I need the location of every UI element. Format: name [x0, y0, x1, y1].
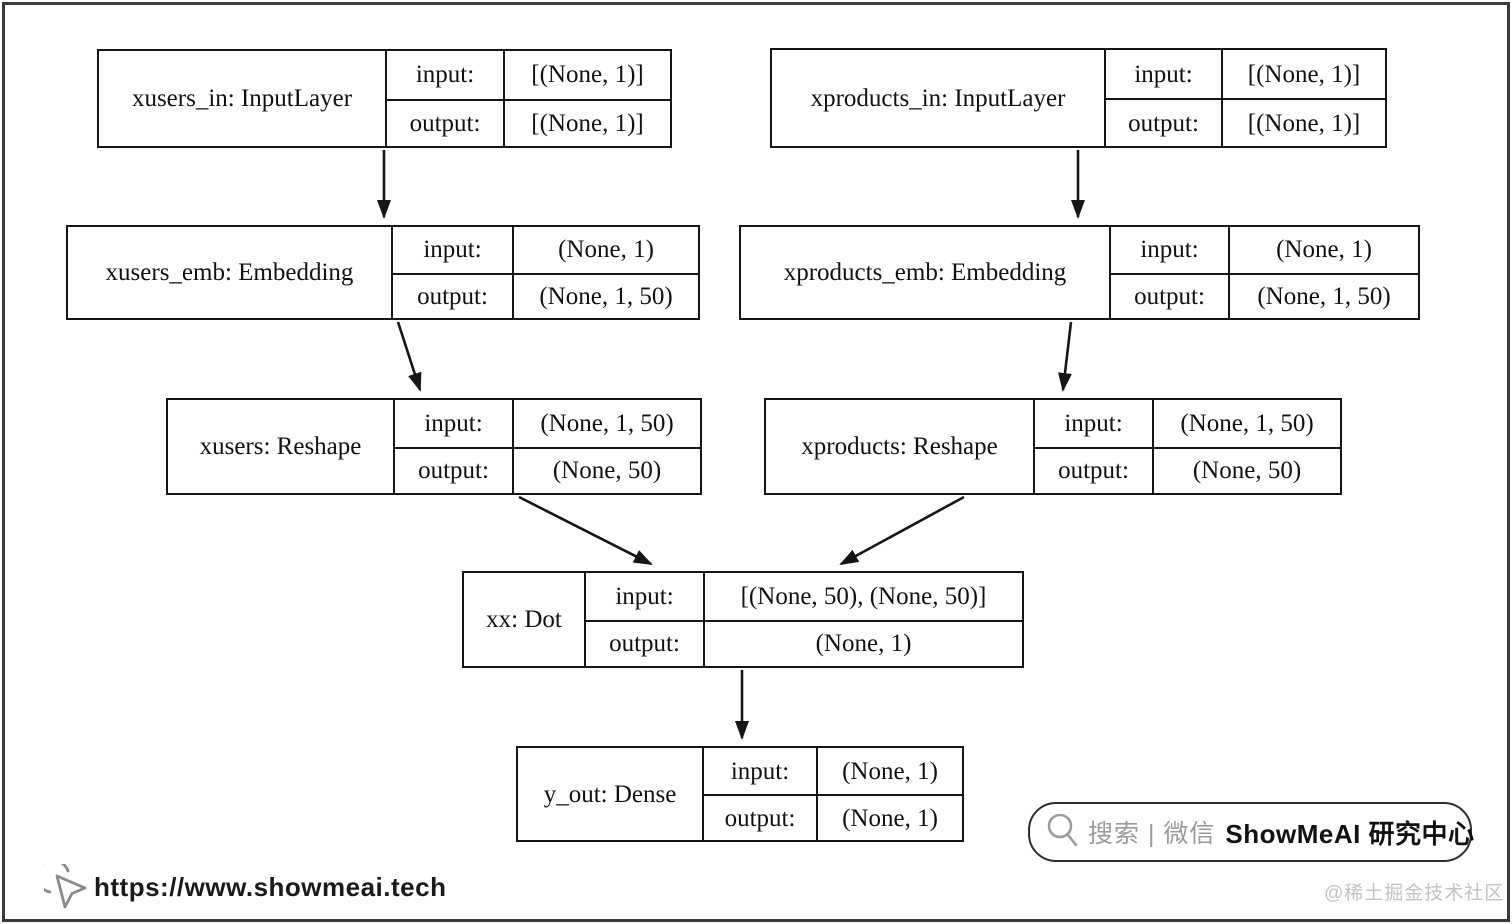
io-value-output: [(None, 1)]: [1247, 109, 1361, 137]
io-key-output: output:: [387, 100, 505, 146]
io-key-input: input:: [393, 227, 514, 273]
io-value-output: (None, 50): [552, 457, 662, 485]
io-key-input: input:: [1111, 227, 1230, 273]
io-row-output: output: (None, 1, 50): [393, 272, 698, 318]
node-xusers-in: xusers_in: InputLayer input: [(None, 1)]…: [97, 49, 672, 148]
watermark-badge: 搜索 | 微信 ShowMeAI 研究中心: [1028, 802, 1475, 862]
io-row-input: input: (None, 1): [1111, 227, 1418, 273]
node-label: xproducts_in: InputLayer: [772, 50, 1106, 146]
io-row-input: input: (None, 1): [393, 227, 698, 273]
io-value-input: (None, 1, 50): [540, 409, 674, 437]
io-row-output: output: [(None, 1)]: [1106, 98, 1385, 146]
footer-url: https://www.showmeai.tech: [94, 872, 447, 902]
io-value-output: (None, 50): [1192, 457, 1302, 485]
io-value-input: [(None, 1)]: [531, 61, 644, 89]
io-key-input: input:: [395, 400, 514, 447]
io-row-input: input: [(None, 1)]: [1106, 50, 1385, 98]
io-row-input: input: [(None, 1)]: [387, 51, 670, 99]
io-key-output: output:: [1106, 100, 1223, 146]
node-label: xusers: Reshape: [168, 400, 395, 493]
edge-xproducts_emb-xproducts: [1058, 321, 1073, 392]
io-row-output: output: [(None, 1)]: [387, 98, 670, 146]
io-row-output: output: (None, 1): [704, 794, 962, 840]
io-value-output: [(None, 1)]: [531, 109, 644, 137]
io-key-output: output:: [1111, 274, 1230, 318]
io-key-output: output:: [586, 621, 705, 666]
watermark-brand: ShowMeAI 研究中心: [1225, 818, 1475, 849]
io-row-input: input: (None, 1, 50): [395, 400, 700, 447]
node-xusers-emb: xusers_emb: Embedding input: (None, 1) o…: [66, 225, 700, 320]
io-value-output: (None, 1): [842, 804, 938, 832]
node-xproducts-in: xproducts_in: InputLayer input: [(None, …: [770, 48, 1387, 148]
io-value-input: [(None, 50), (None, 50)]: [740, 582, 987, 610]
io-row-input: input: [(None, 50), (None, 50)]: [586, 573, 1022, 620]
node-xproducts-emb: xproducts_emb: Embedding input: (None, 1…: [739, 225, 1420, 320]
search-icon: [1046, 812, 1080, 853]
community-credit: @稀土掘金技术社区: [1324, 883, 1505, 904]
edge-xusers_emb-xusers: [396, 321, 422, 392]
node-label: xusers_emb: Embedding: [68, 227, 393, 318]
node-label: xusers_in: InputLayer: [99, 51, 387, 146]
node-label: xproducts: Reshape: [766, 400, 1035, 493]
io-key-output: output:: [395, 448, 514, 493]
node-y-out: y_out: Dense input: (None, 1) output: (N…: [516, 746, 964, 842]
io-key-input: input:: [1035, 400, 1154, 447]
edge-xusers-xx: [518, 495, 653, 566]
io-key-output: output:: [704, 796, 818, 840]
io-value-input: (None, 1): [558, 236, 654, 264]
node-xx: xx: Dot input: [(None, 50), (None, 50)] …: [462, 571, 1024, 668]
node-xproducts: xproducts: Reshape input: (None, 1, 50) …: [764, 398, 1342, 495]
io-key-input: input:: [586, 573, 705, 620]
io-row-output: output: (None, 50): [1035, 446, 1340, 493]
io-key-input: input:: [1106, 50, 1223, 98]
edge-xproducts-xx: [839, 495, 965, 566]
io-key-output: output:: [393, 274, 514, 318]
io-key-output: output:: [1035, 448, 1154, 493]
io-row-input: input: (None, 1, 50): [1035, 400, 1340, 447]
cursor-icon: [35, 858, 88, 919]
io-row-input: input: (None, 1): [704, 748, 962, 794]
io-value-output: (None, 1, 50): [1257, 282, 1391, 310]
node-label: xproducts_emb: Embedding: [741, 227, 1111, 318]
node-label: xx: Dot: [464, 573, 586, 666]
io-row-output: output: (None, 50): [395, 446, 700, 493]
io-value-input: (None, 1): [842, 757, 938, 785]
node-label: y_out: Dense: [518, 748, 704, 840]
io-row-output: output: (None, 1, 50): [1111, 272, 1418, 318]
watermark-search-text: 搜索 | 微信: [1088, 820, 1216, 848]
node-xusers: xusers: Reshape input: (None, 1, 50) out…: [166, 398, 702, 495]
io-value-input: (None, 1, 50): [1180, 409, 1314, 437]
io-value-input: [(None, 1)]: [1247, 60, 1361, 88]
io-key-input: input:: [704, 748, 818, 794]
io-key-input: input:: [387, 51, 505, 99]
io-row-output: output: (None, 1): [586, 619, 1022, 666]
io-value-input: (None, 1): [1276, 236, 1372, 264]
io-value-output: (None, 1): [815, 630, 912, 658]
io-value-output: (None, 1, 50): [539, 282, 673, 310]
